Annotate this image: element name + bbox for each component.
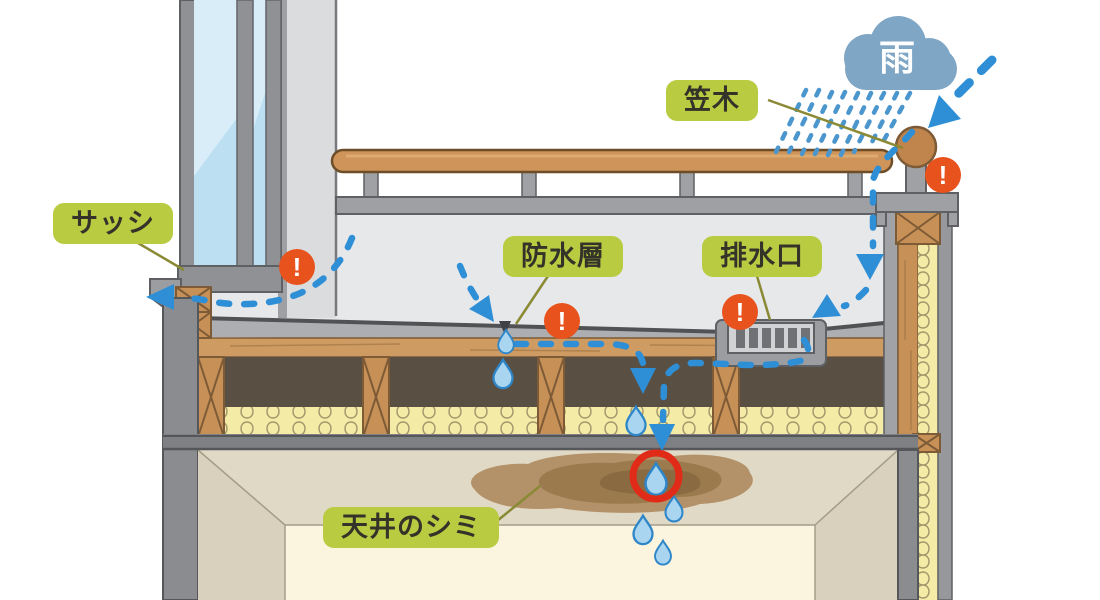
- warning-icon-sash: !: [279, 249, 315, 285]
- waterproof-crack: [499, 321, 511, 335]
- railing-base-bar: [335, 196, 889, 215]
- warning-icon-waterproof: !: [544, 303, 580, 339]
- label-waterproof: 防水層: [503, 236, 623, 278]
- water-paths: [180, 55, 997, 424]
- room-wall-right: [897, 449, 919, 600]
- rain-streaks: [773, 87, 913, 158]
- wall-stud: [897, 211, 919, 457]
- label-kasagi: 笠木: [666, 80, 758, 122]
- rain-label: 雨: [879, 37, 915, 78]
- path-to-crack: [456, 262, 481, 303]
- room-below: [162, 297, 919, 600]
- label-leaders: [137, 98, 904, 522]
- label-ceiling-stain: 天井のシミ: [323, 507, 499, 549]
- path-sash-leak: [180, 234, 356, 308]
- coping-flashing: [875, 192, 959, 213]
- warning-icon-kasagi: !: [925, 157, 961, 193]
- path-drain-to-ceiling: [659, 336, 812, 424]
- warning-icon-drain: !: [722, 294, 758, 330]
- leak-alert-circle: [629, 449, 683, 503]
- waterproof-layer-line: [197, 316, 731, 334]
- window-sash: [177, 0, 283, 293]
- floor-joists: [197, 356, 740, 438]
- wall-insulation: [918, 212, 938, 600]
- water-drops: [492, 327, 684, 566]
- arrow-rain-to-coping: [951, 55, 997, 101]
- label-drain: 排水口: [702, 236, 822, 278]
- label-sash: サッシ: [53, 203, 173, 245]
- path-under-deck: [512, 340, 647, 368]
- ceiling-plate: [163, 434, 918, 450]
- path-to-drain: [840, 286, 870, 310]
- path-parapet-down: [869, 128, 916, 250]
- handrail: [330, 148, 894, 174]
- water-arrowheads: [146, 95, 961, 451]
- rain-cloud: 雨: [844, 16, 957, 90]
- balcony-railing: [330, 148, 894, 215]
